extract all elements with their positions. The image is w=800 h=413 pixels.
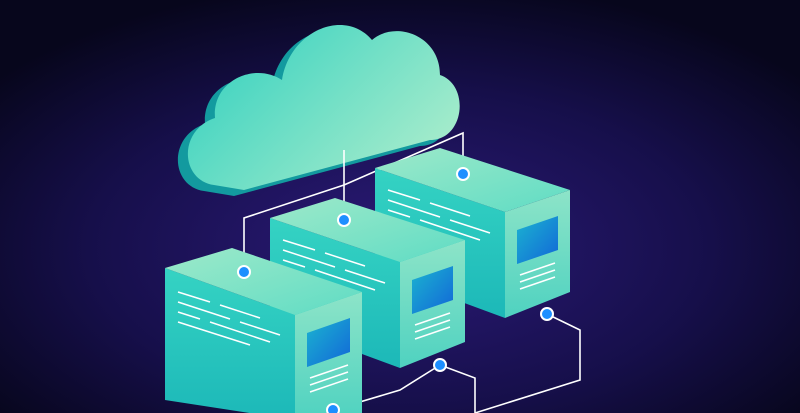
network-nodes [237,167,554,413]
node-dot [326,403,340,413]
node-dot [540,307,554,321]
server-front [165,248,362,413]
node-dot [433,358,447,372]
node-dot [456,167,470,181]
cloud-icon [177,25,460,196]
node-dot [237,265,251,279]
node-dot [337,213,351,227]
